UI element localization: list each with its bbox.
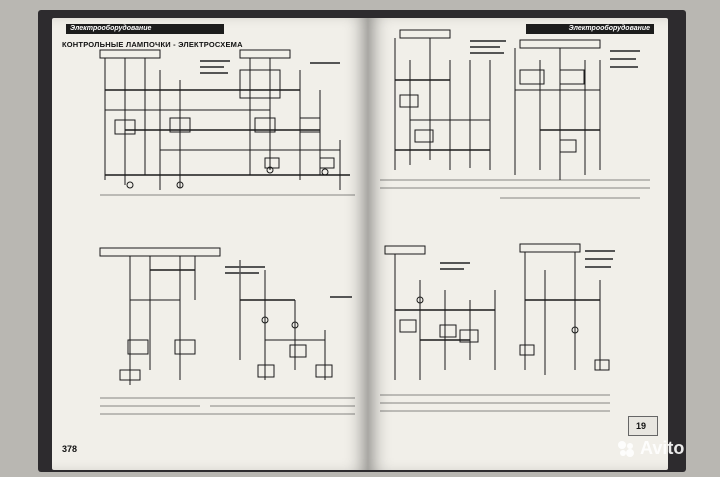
section-title: КОНТРОЛЬНЫЕ ЛАМПОЧКИ - ЭЛЕКТРОСХЕМА (62, 40, 243, 49)
right-bottom-schematic (380, 243, 610, 412)
left-bottom-schematic (99, 247, 355, 415)
avito-dots-icon (616, 439, 636, 459)
right-top-schematic (380, 29, 650, 199)
left-page-number: 378 (62, 444, 78, 454)
right-page-number: 19 (636, 421, 647, 431)
avito-watermark: Avito (616, 438, 684, 459)
left-page-header: Электрооборудование (66, 24, 224, 34)
left-top-schematic (99, 49, 355, 196)
right-page-header: Электрооборудование (526, 24, 654, 34)
right-page: Электрооборудование (368, 18, 668, 470)
avito-watermark-text: Avito (640, 438, 685, 458)
page-number-tab (628, 416, 658, 436)
